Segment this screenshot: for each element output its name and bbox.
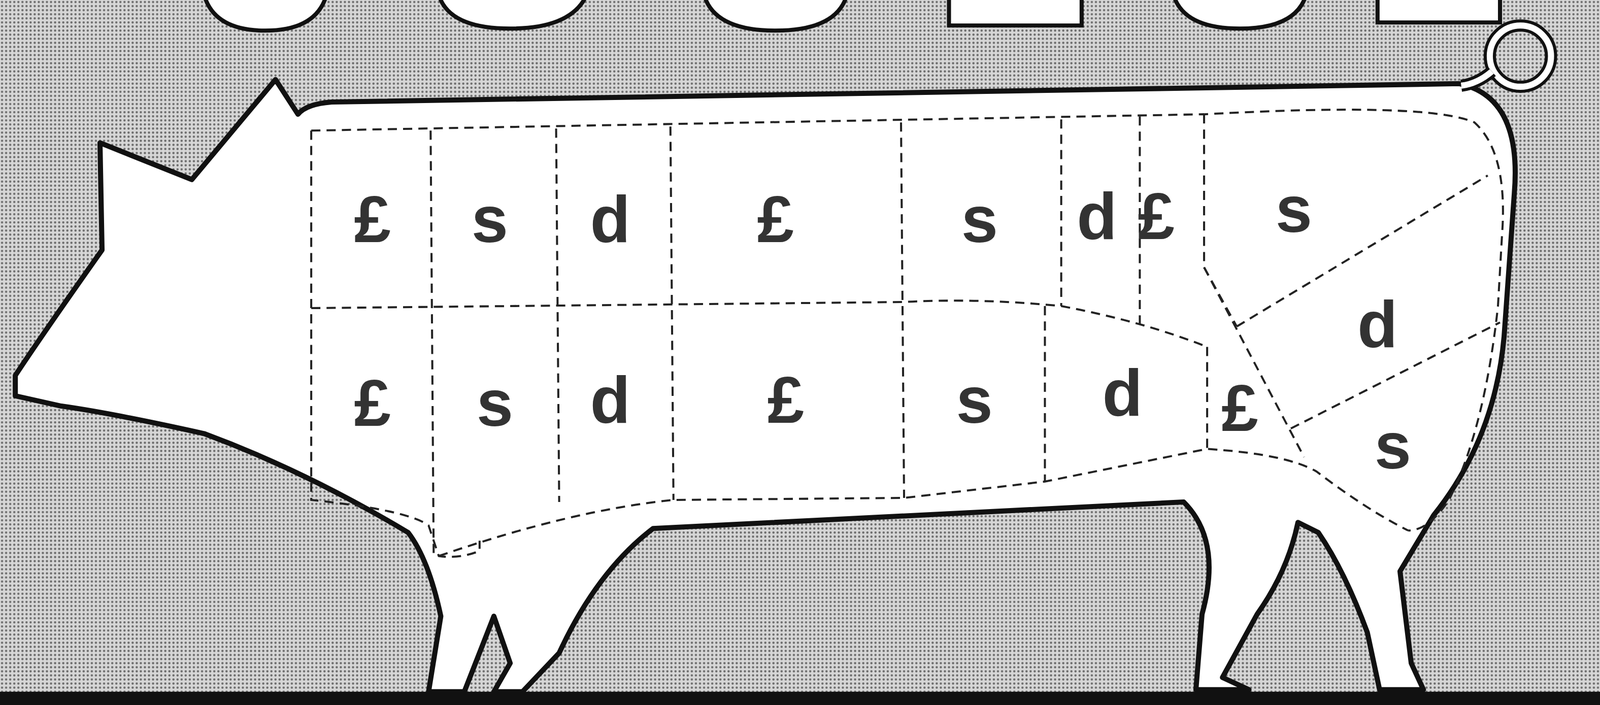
meat-cut: s <box>1273 174 1315 245</box>
title-letter-fragments <box>204 0 1500 31</box>
cut-label: d <box>1102 359 1143 426</box>
meat-cut: £ <box>1135 181 1177 252</box>
cut-label: d <box>589 186 630 253</box>
meat-cut: d <box>587 184 632 255</box>
cut-label: d <box>1076 183 1117 250</box>
meat-cut: £ <box>352 184 393 255</box>
meat-cut: s <box>474 368 516 439</box>
meat-cut: £ <box>755 184 796 255</box>
cut-label: s <box>961 186 998 253</box>
cut-label: s <box>476 370 514 437</box>
cut-label: £ <box>1221 375 1258 442</box>
pig-body <box>15 25 1551 692</box>
meat-cut: d <box>1100 357 1145 428</box>
meat-cut: s <box>469 184 511 255</box>
meat-cut: £ <box>765 364 807 436</box>
meat-cut: £ <box>352 368 393 439</box>
cut-label: s <box>1374 412 1412 479</box>
meat-cut: £ <box>1219 373 1260 444</box>
cut-label: s <box>1275 176 1313 243</box>
cut-label: d <box>589 367 630 433</box>
cut-label: £ <box>757 186 794 253</box>
cut-label: s <box>471 186 509 253</box>
cut-lines <box>311 109 1504 557</box>
meat-cut: d <box>1355 289 1400 360</box>
cut-label: £ <box>1137 183 1175 250</box>
cut-label: £ <box>354 186 391 253</box>
cut-label: s <box>956 367 993 433</box>
ground-line <box>0 691 1600 705</box>
cut-label: £ <box>354 370 391 437</box>
cut-label: £ <box>767 367 805 433</box>
meat-cut: s <box>959 184 1000 255</box>
meat-cut: s <box>1372 410 1414 481</box>
meat-cut: d <box>587 364 632 436</box>
cut-label: d <box>1357 291 1398 358</box>
meat-cut: s <box>954 364 995 436</box>
meat-cut: d <box>1074 181 1119 252</box>
